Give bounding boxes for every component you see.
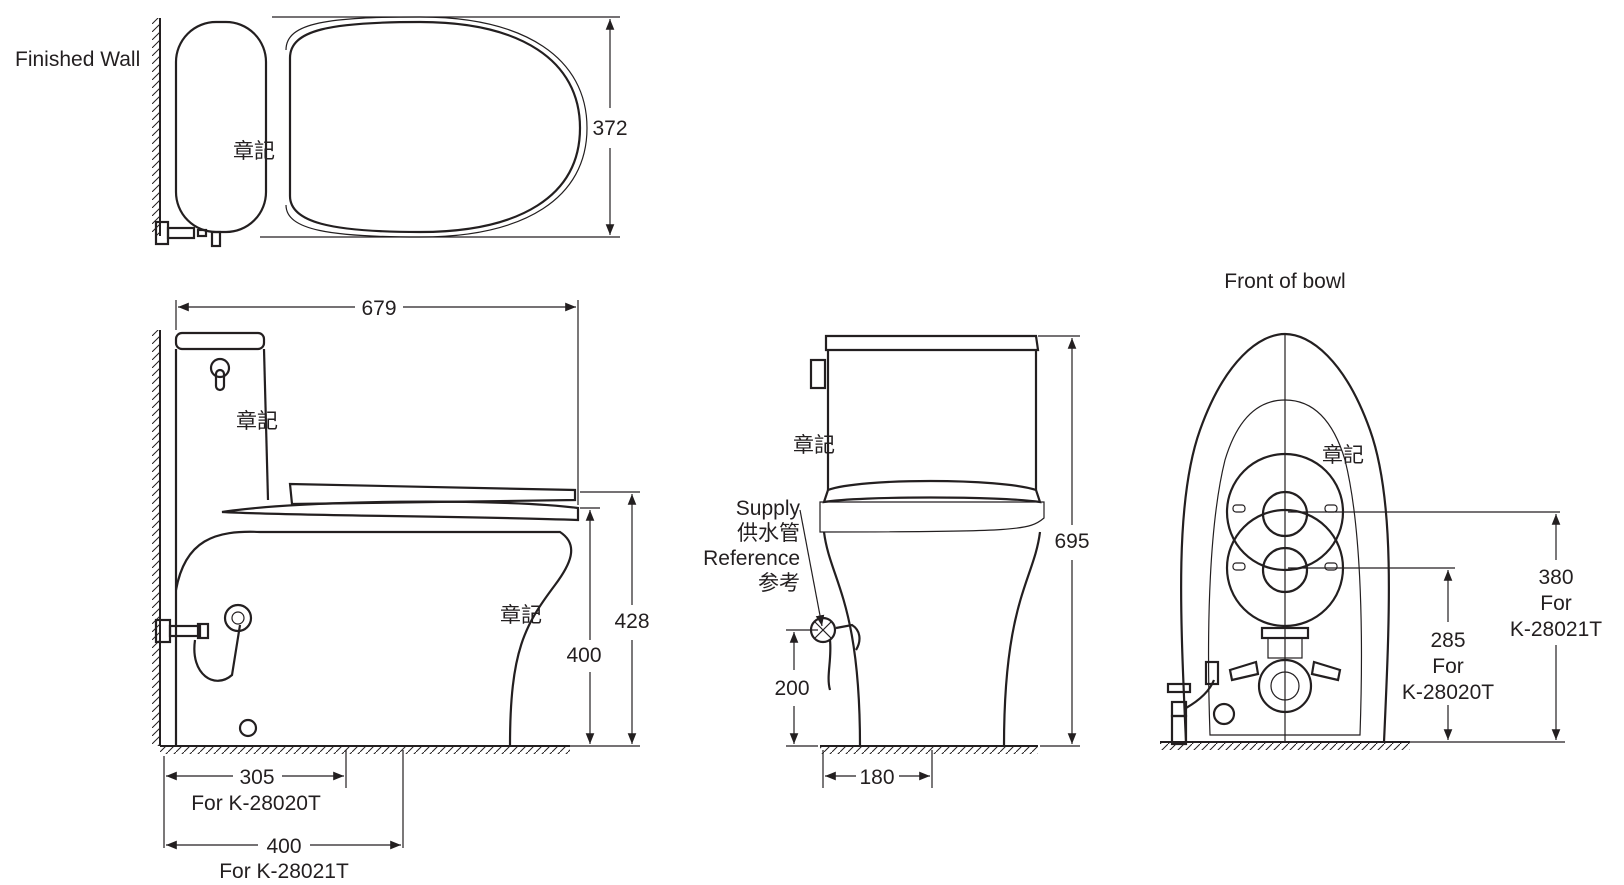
dim-180-label: 180	[859, 766, 894, 789]
bowl-body-side	[174, 530, 573, 747]
supply-valve-top	[154, 220, 222, 248]
dim-305-model-label: For K-28020T	[191, 792, 321, 815]
reference-label-zh: 参考	[758, 571, 800, 595]
bowl-outline-top	[285, 16, 588, 238]
watermark-bottom: 章記	[1322, 443, 1364, 467]
front-view: Supply 供水管 Reference 参考 200 180 695 章記	[703, 334, 1090, 789]
dim-285-model-label: K-28020T	[1402, 681, 1494, 704]
dim-372-label: 372	[592, 117, 627, 140]
watermark-front: 章記	[793, 433, 835, 457]
supply-valve-front	[809, 616, 861, 691]
side-floor-hatch	[160, 746, 570, 754]
outlet-hole-side	[238, 718, 258, 738]
watermark-side-1: 章記	[236, 409, 278, 433]
dim-305-label: 305	[239, 766, 274, 789]
tank-lid-side	[174, 331, 266, 351]
seat-front	[822, 479, 1042, 504]
dim-400b-model-label: For K-28021T	[219, 860, 349, 883]
wall-hatch	[152, 18, 160, 236]
base-fixture-bottom	[1228, 626, 1342, 714]
side-view: 679 428 400 305 For K-28020T 400 For K-2…	[152, 297, 650, 883]
dim-285-label: 285	[1430, 629, 1465, 652]
dim-400b-label: 400	[266, 835, 301, 858]
seat-ring-side	[221, 500, 580, 522]
watermark-top: 章記	[233, 139, 275, 163]
side-wall-hatch	[152, 330, 160, 746]
dim-380-model-label: K-28021T	[1510, 618, 1602, 641]
tank-lid-front	[824, 334, 1040, 352]
dim-285-for-label: For	[1432, 655, 1464, 678]
reference-label-en: Reference	[703, 547, 800, 570]
supply-hose-side	[154, 603, 253, 682]
dim-428-label: 428	[614, 610, 649, 633]
dim-679-label: 679	[361, 297, 396, 320]
finished-wall-label: Finished Wall	[15, 48, 140, 71]
seat-lid-top	[288, 20, 582, 234]
dim-380-label: 380	[1538, 566, 1573, 589]
inner-outline-bottom	[1207, 399, 1363, 736]
top-view: 372 Finished Wall 章記	[15, 16, 628, 248]
dim-400-label: 400	[566, 644, 601, 667]
supply-label-zh: 供水管	[737, 521, 800, 545]
flush-lever-icon	[209, 357, 231, 392]
tank-front-side	[262, 348, 270, 501]
front-of-bowl-label: Front of bowl	[1224, 270, 1345, 293]
seat-ring-front	[819, 501, 1045, 533]
seat-lid-side	[288, 482, 577, 506]
supply-valve-bottom	[1166, 660, 1236, 746]
bowl-body-front	[822, 531, 1042, 747]
tank-body-front	[826, 350, 1038, 490]
dim-380-for-label: For	[1540, 592, 1572, 615]
front-floor-hatch	[820, 746, 1038, 754]
dim-200-label: 200	[774, 677, 809, 700]
tank-top	[174, 20, 268, 234]
outlet-hole-285	[1261, 546, 1309, 594]
dim-695-label: 695	[1054, 530, 1089, 553]
bottom-view: Front of bowl	[1160, 270, 1602, 750]
flush-handle-front	[809, 358, 827, 390]
bottom-floor-hatch	[1160, 742, 1410, 750]
watermark-side-2: 章記	[500, 603, 542, 627]
supply-label-en: Supply	[736, 497, 801, 520]
supply-leader	[799, 509, 825, 627]
